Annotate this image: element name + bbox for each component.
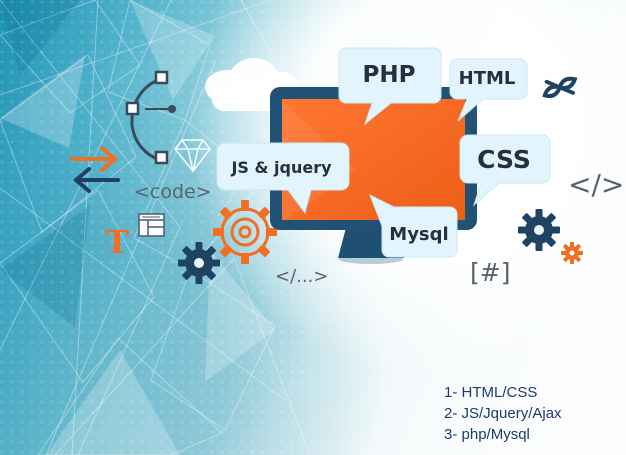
svg-text:T: T (105, 223, 129, 261)
js-jquery-bubble-label: JS & jquery (231, 158, 332, 177)
technology-list: 1- HTML/CSS 2- JS/Jquery/Ajax 3- php/Mys… (444, 382, 620, 445)
technology-list-item-html-css: 1- HTML/CSS (444, 384, 538, 401)
chain-icon (542, 76, 578, 99)
layout-icon (138, 213, 165, 237)
html-bubble-label: HTML (458, 68, 516, 89)
technology-list-item-js-jquery-ajax: 2- JS/Jquery/Ajax (444, 405, 562, 422)
bezier-curve-icon (125, 70, 176, 165)
dark-gear-icon (178, 242, 220, 284)
technology-list-item-php-mysql: 3- php/Mysql (444, 426, 530, 443)
speech-bubbles (216, 47, 551, 258)
css-bubble-label: CSS (477, 144, 531, 174)
small-orange-gear-icon (561, 242, 583, 264)
php-bubble-label: PHP (362, 61, 416, 88)
diamond-icon (174, 139, 211, 173)
ellipsis-code-text: </...> (275, 266, 329, 287)
hash-code-text: [#] (470, 258, 511, 287)
text-icon: T (105, 223, 129, 261)
orange-gear-icon (213, 200, 277, 264)
swap-arrows-icon (70, 146, 120, 193)
mysql-bubble-label: Mysql (389, 224, 449, 245)
code-tag-text: <code> (134, 181, 212, 203)
code-brackets-text: </> (568, 168, 625, 201)
right-dark-gear-icon (518, 209, 560, 251)
